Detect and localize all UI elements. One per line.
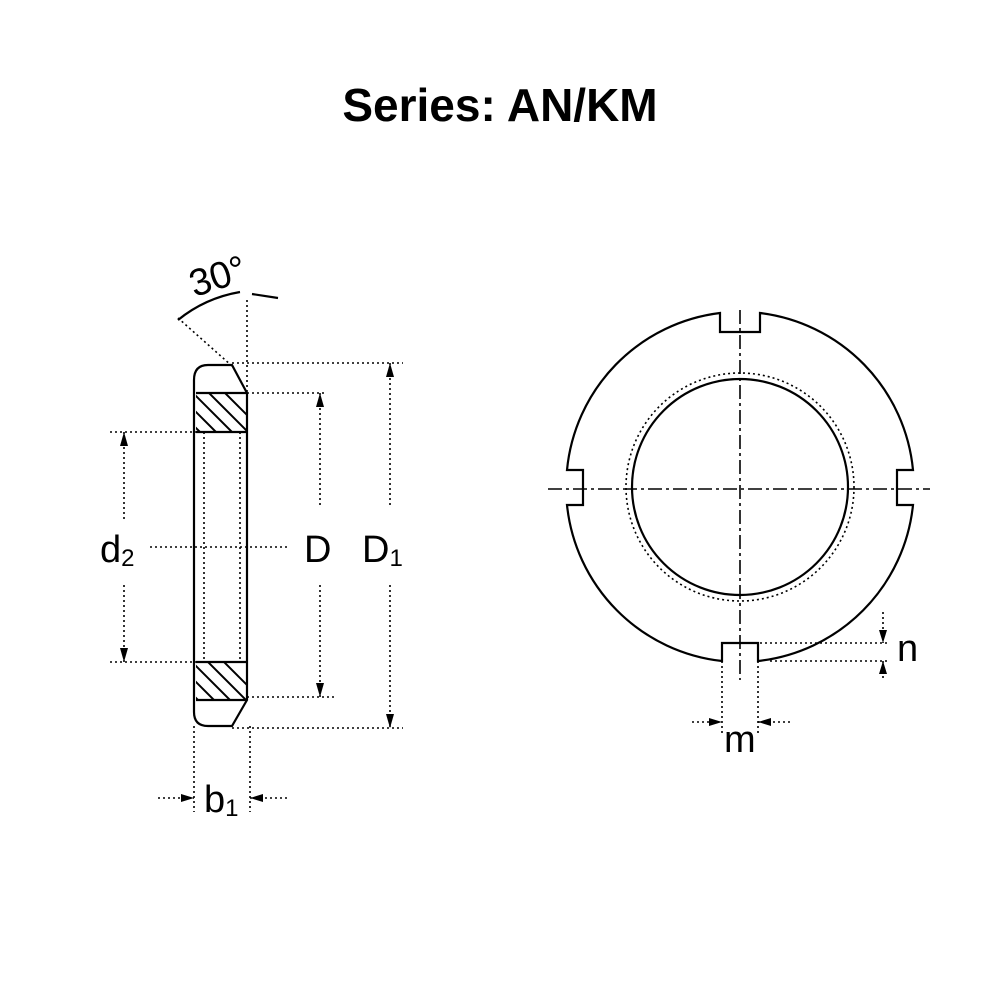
n-arrow-bottom <box>879 661 887 674</box>
d2-arrow-top <box>120 432 128 446</box>
D1-arrow-top <box>386 363 394 377</box>
D-arrow-bottom <box>316 683 324 697</box>
m-arrow-right <box>758 718 771 726</box>
d2-arrow-bottom <box>120 648 128 662</box>
section-outline <box>192 363 249 728</box>
D1-arrow-bottom <box>386 714 394 728</box>
front-view: n m <box>548 310 930 761</box>
b1-label: b1 <box>204 779 239 822</box>
n-arrow-top <box>879 630 887 643</box>
m-label: m <box>724 719 756 761</box>
hatch-bottom <box>196 662 247 700</box>
page-title: Series: AN/KM <box>342 79 658 131</box>
hatch-top <box>196 393 247 432</box>
D1-label: D1 <box>362 529 403 572</box>
angle-arrow-line <box>251 292 279 300</box>
d2-label: d2 <box>100 529 135 572</box>
D-label: D <box>304 529 331 571</box>
angle-chamfer-line <box>177 317 233 367</box>
m-arrow-left <box>709 718 722 726</box>
section-view: 30° d2 D D1 b1 <box>100 248 403 822</box>
n-label: n <box>897 628 918 670</box>
angle-arc <box>177 290 241 321</box>
D-arrow-top <box>316 393 324 407</box>
angle-label: 30° <box>184 248 252 306</box>
b1-arrow-right <box>250 794 263 802</box>
b1-arrow-left <box>181 794 194 802</box>
